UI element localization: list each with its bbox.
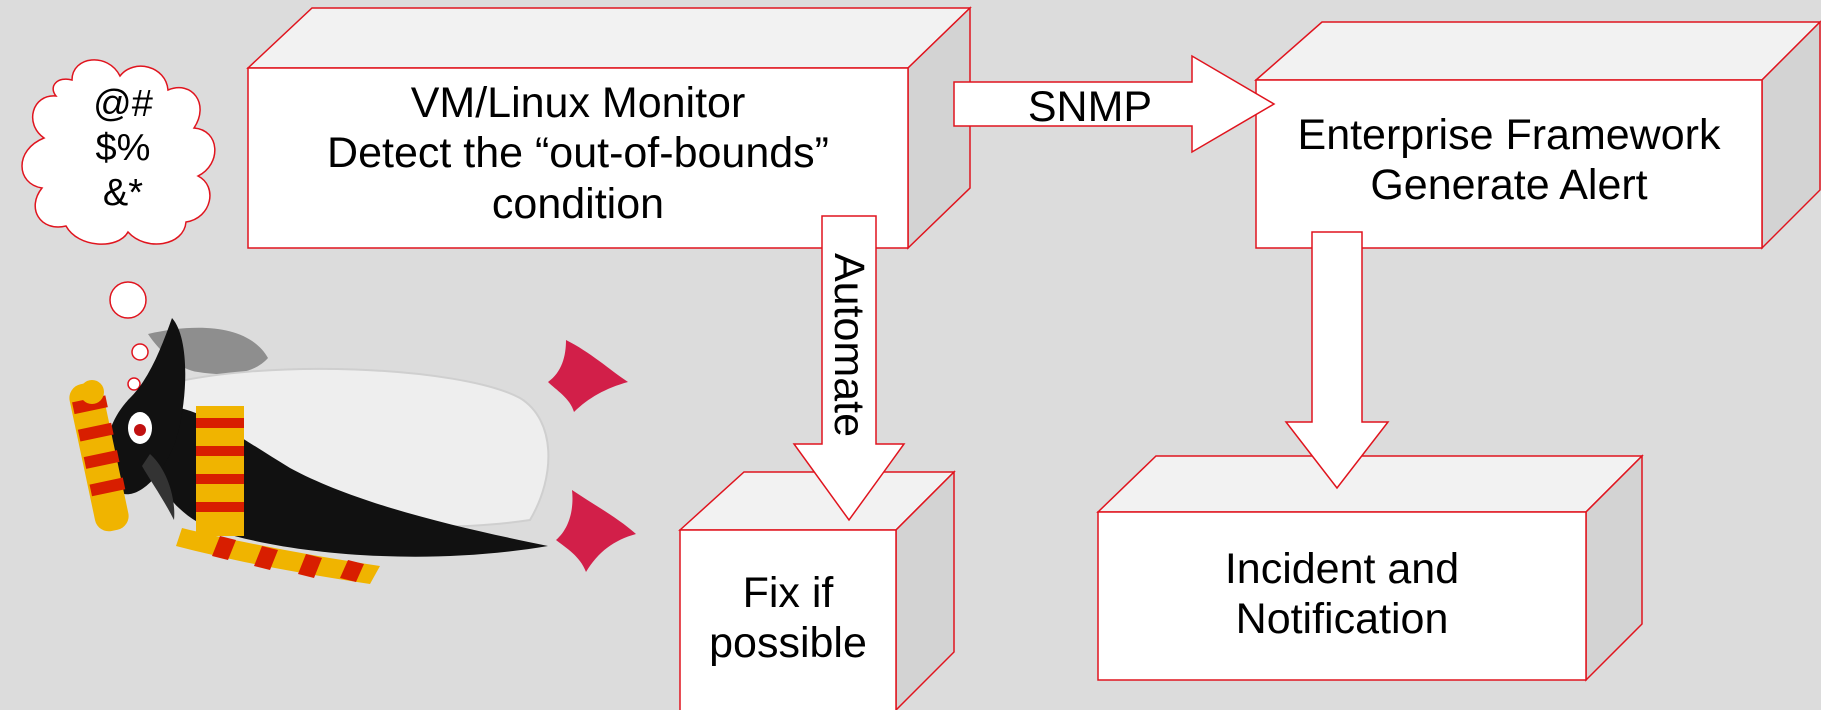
fix-line-2: possible <box>709 619 867 668</box>
incident-box-label: Incident and Notification <box>1098 544 1586 645</box>
framework-box <box>1254 20 1821 250</box>
snmp-label: SNMP <box>1027 83 1153 131</box>
penguin-mascot-icon <box>69 318 636 584</box>
framework-title: Enterprise Framework <box>1297 111 1721 159</box>
incident-line-1: Incident and <box>1224 545 1460 593</box>
snmp-arrow <box>953 54 1276 154</box>
framework-action: Generate Alert <box>1370 161 1648 210</box>
thought-cloud <box>21 59 216 391</box>
monitor-detail: Detect the “out-of-bounds” <box>327 129 829 178</box>
monitor-title: VM/Linux Monitor <box>410 79 746 127</box>
automate-arrow <box>792 215 906 522</box>
fix-box <box>678 470 956 710</box>
fix-line-1: Fix if <box>742 569 834 617</box>
incident-box <box>1096 454 1644 682</box>
thought-line-3: &* <box>102 171 144 214</box>
automate-label: Automate <box>825 252 873 438</box>
alert-to-incident-arrow <box>1284 231 1390 490</box>
thought-text: @# $% &* <box>58 82 188 215</box>
monitor-box-label: VM/Linux Monitor Detect the “out-of-boun… <box>248 78 908 229</box>
thought-line-1: @# <box>93 83 153 125</box>
framework-box-label: Enterprise Framework Generate Alert <box>1256 110 1762 211</box>
fix-box-label: Fix if possible <box>680 568 896 669</box>
thought-line-2: $% <box>95 127 151 170</box>
monitor-box <box>246 6 972 250</box>
incident-line-2: Notification <box>1235 595 1449 644</box>
monitor-detail-cont: condition <box>491 179 665 228</box>
